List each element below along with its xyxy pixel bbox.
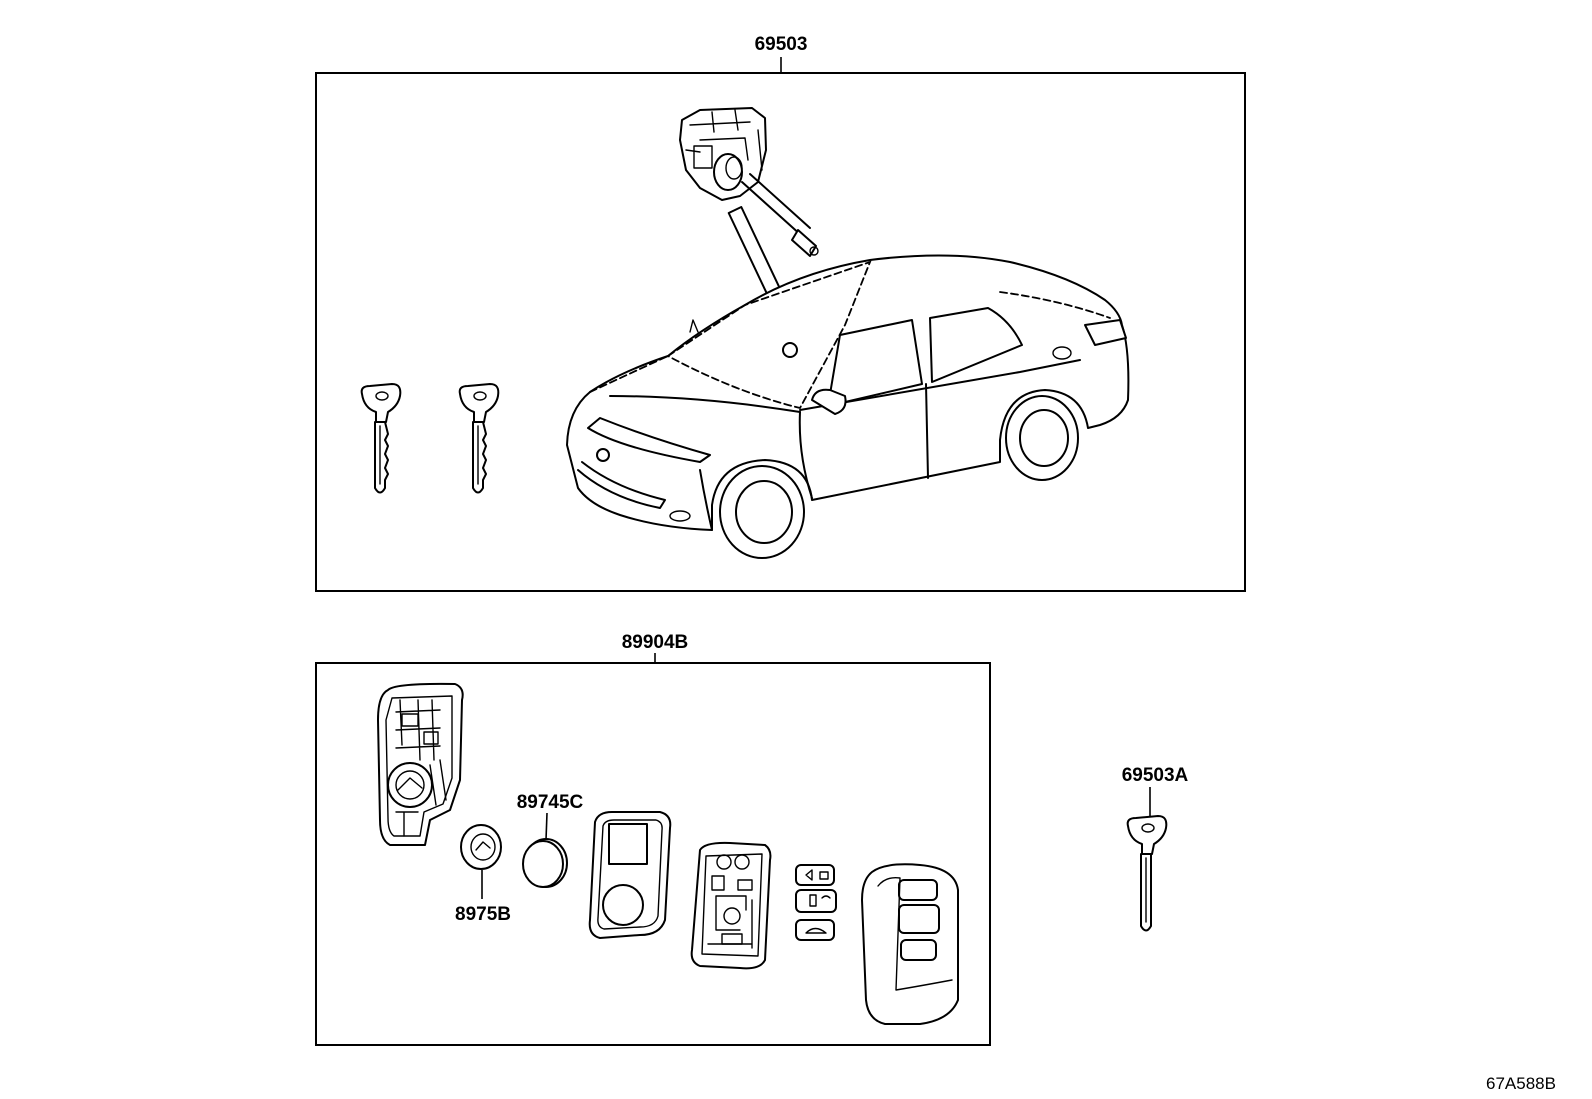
transmitter-case-back-illustration (377, 682, 464, 846)
circuit-board-component (734, 854, 750, 870)
car-illustration (566, 254, 1130, 559)
lock-housing-tab (693, 145, 713, 169)
key-hole (1141, 823, 1155, 833)
car-rear-side-window (929, 307, 1023, 383)
car-front-wheel-rim (735, 480, 793, 544)
battery-holder-tab (475, 841, 491, 851)
cover-plate-window (608, 823, 648, 865)
car-door-lines (798, 383, 929, 499)
circuit-board-component (716, 854, 732, 870)
car-hood-hidden-line (589, 291, 1111, 393)
frame-lower-group (315, 662, 991, 1046)
battery-face (522, 840, 564, 888)
unlock-button-symbol (809, 894, 831, 907)
trunk-button-symbol (805, 927, 827, 934)
transmitter-circuit-board-illustration (690, 841, 772, 970)
car-lower-grille (577, 461, 666, 509)
cover-plate-circle (602, 884, 644, 926)
ignition-location-marker (782, 342, 798, 358)
ignition-lock-cylinder-illustration (679, 107, 819, 257)
cover-plate-outline (588, 811, 672, 939)
callout-loose-key: 69503A (1122, 765, 1189, 786)
key-blade (374, 421, 389, 494)
car-tail-light (1084, 319, 1127, 346)
car-hood-line (609, 395, 801, 413)
transmitter-buttons-illustration (795, 864, 837, 941)
case-back-outline (377, 682, 464, 846)
case-back-battery-seat (387, 762, 433, 808)
case-back-slot (423, 731, 439, 745)
battery-holder-inner (470, 833, 496, 861)
case-back-battery-seat-inner (395, 770, 425, 800)
circuit-board-outline (690, 841, 772, 970)
lock-barrel-face (725, 156, 743, 180)
callout-upper-group: 69503 (755, 34, 808, 55)
lock-rod-tip (809, 246, 819, 256)
battery-holder-illustration (460, 824, 502, 870)
front-case-contour (877, 876, 953, 991)
case-back-inner-outline (385, 695, 453, 837)
transmitter-front-case-illustration (861, 863, 959, 1025)
key-hole (473, 391, 487, 401)
key-head (360, 383, 402, 423)
transmitter-cover-plate-illustration (588, 811, 672, 939)
front-case-button-slot (900, 939, 937, 961)
car-headlight (587, 417, 711, 463)
cover-plate-inner-outline (597, 819, 663, 930)
leader-line-battery (545, 812, 548, 841)
circuit-board-component (723, 907, 741, 925)
figure-code: 67A588B (1486, 1074, 1556, 1093)
lock-rod-end (791, 229, 817, 257)
car-front-side-window (827, 319, 923, 407)
key-illustration (1126, 815, 1168, 932)
battery-holder-ring (460, 824, 502, 870)
front-case-outline (861, 863, 959, 1025)
circuit-board-chip (711, 875, 725, 891)
car-side-mirror (811, 388, 847, 415)
trunk-button (795, 919, 835, 941)
key-head (1126, 815, 1168, 855)
case-back-seat-detail (397, 777, 423, 791)
circuit-board-chip (721, 933, 743, 945)
car-windshield (666, 260, 872, 410)
key-illustration (360, 383, 402, 494)
car-fog-lamp (669, 510, 691, 522)
battery-illustration (522, 838, 568, 888)
frame-upper-group (315, 72, 1246, 592)
lock-barrel (713, 153, 743, 191)
key-blade (472, 421, 487, 494)
car-bumper-line (699, 469, 713, 531)
front-case-button-slot (898, 904, 940, 934)
callout-lower-group: 89904B (622, 632, 689, 653)
callout-battery-holder: 8975B (455, 904, 511, 925)
callout-battery: 89745C (517, 792, 584, 813)
car-emblem (596, 448, 610, 462)
key-head (458, 383, 500, 423)
lock-rod (741, 173, 811, 237)
car-fuel-door (1052, 346, 1072, 360)
front-case-button-slot (898, 879, 938, 901)
circuit-board-traces (707, 895, 753, 949)
car-belt-line (799, 359, 1081, 411)
car-rear-wheel-rim (1019, 409, 1069, 467)
case-back-slot (401, 713, 419, 727)
lock-button-symbol (805, 869, 829, 881)
key-hole (375, 391, 389, 401)
car-antenna-mark (689, 319, 699, 333)
lock-housing-detail (685, 109, 763, 171)
lock-button (795, 864, 835, 886)
circuit-board-chip (737, 879, 753, 891)
key-illustration (458, 383, 500, 494)
